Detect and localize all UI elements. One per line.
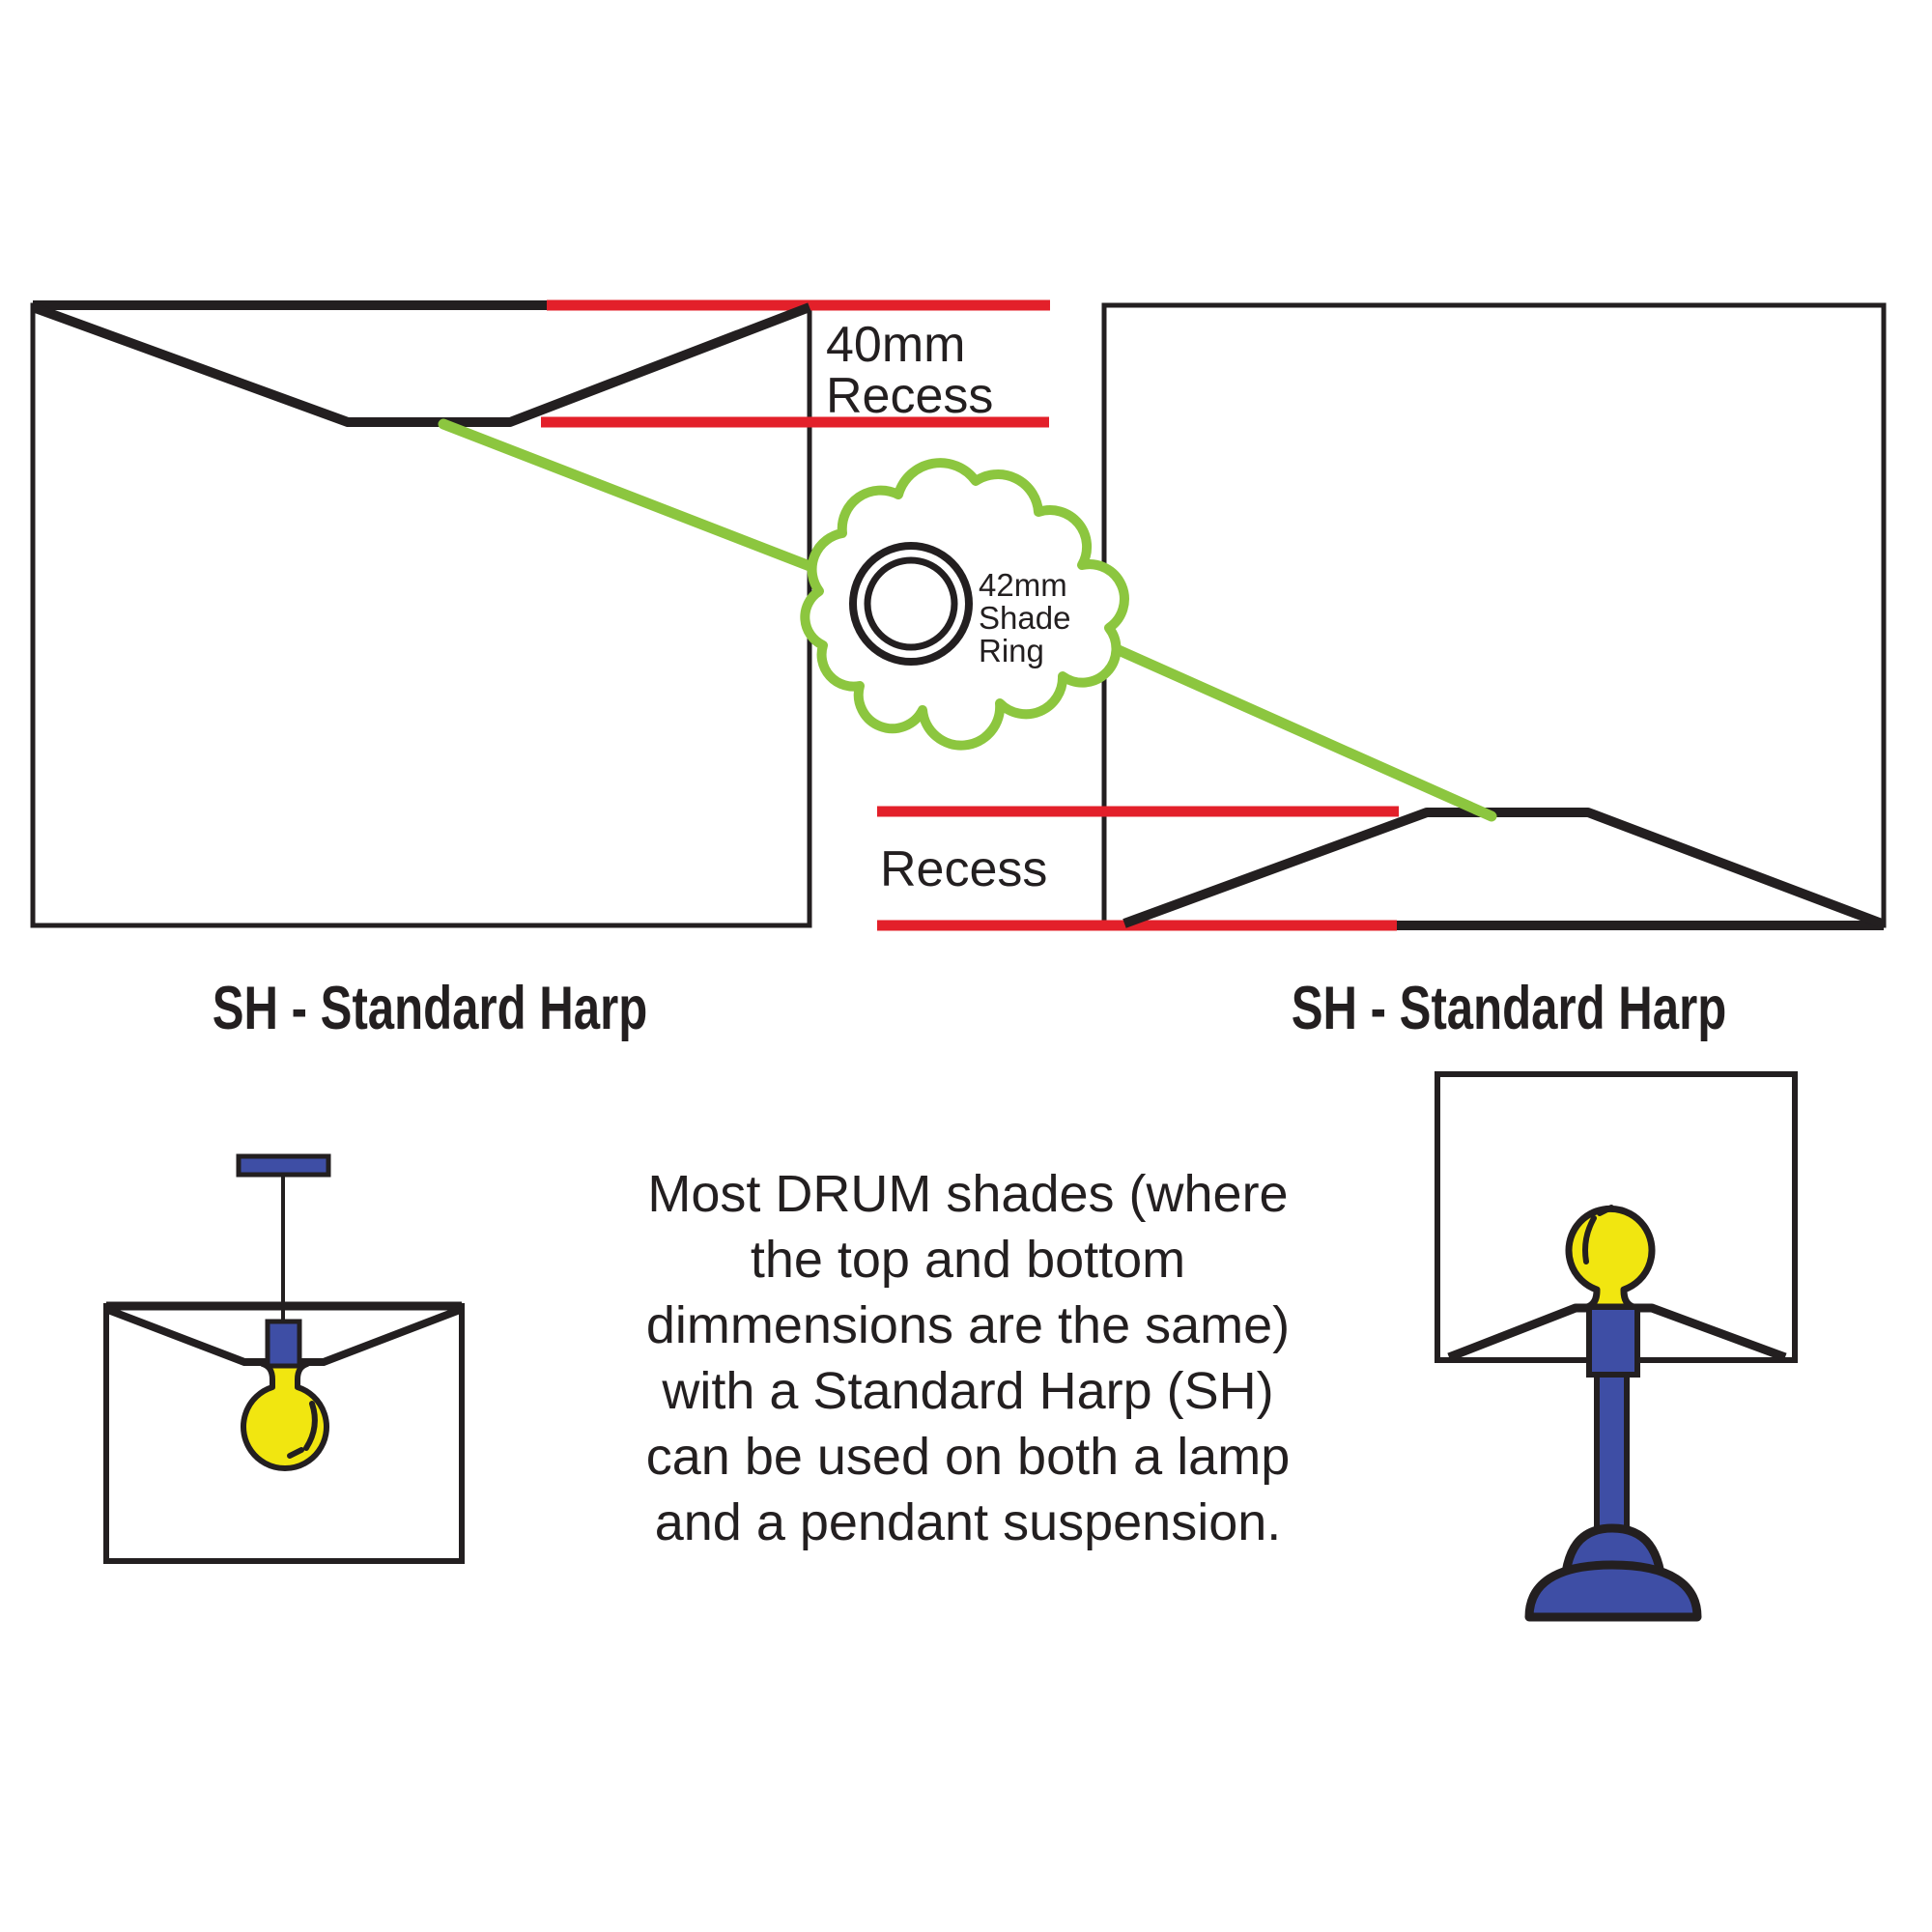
pendant-illustration bbox=[103, 1153, 465, 1564]
lamp-bulb-highlight-arc bbox=[1582, 1215, 1597, 1264]
description-paragraph: Most DRUM shades (where the top and bott… bbox=[645, 1165, 1291, 1551]
lamp-bulb bbox=[1565, 1205, 1656, 1311]
lamp-stem bbox=[1594, 1369, 1630, 1553]
lamp-bulb-highlight-dash bbox=[1597, 1205, 1614, 1216]
pendant-socket bbox=[265, 1319, 302, 1369]
lamp-base-lower-dome bbox=[1524, 1560, 1702, 1622]
lamp-illustration bbox=[1435, 1071, 1798, 1622]
left-shade-box bbox=[30, 302, 812, 928]
callout-cloud bbox=[800, 458, 1129, 751]
shade-ring-inner-circle bbox=[864, 556, 958, 651]
left-recess-dimension-label: 40mm Recess bbox=[826, 317, 994, 424]
pendant-ceiling-mount bbox=[236, 1153, 331, 1178]
pointer-line-left bbox=[438, 418, 875, 595]
left-shade-caption: SH - Standard Harp bbox=[212, 975, 648, 1042]
pendant-bulb-highlight-arc bbox=[303, 1401, 318, 1451]
right-shade-caption: SH - Standard Harp bbox=[1291, 975, 1727, 1042]
pointer-line-right bbox=[1052, 617, 1497, 822]
pendant-bulb-highlight-dash bbox=[287, 1447, 304, 1459]
shade-ring-outer-circle bbox=[849, 542, 973, 666]
right-harp-profile bbox=[1122, 808, 1884, 928]
pendant-bulb bbox=[241, 1361, 329, 1471]
lamp-socket bbox=[1586, 1304, 1640, 1378]
left-harp-profile bbox=[31, 302, 811, 427]
right-shade-box bbox=[1101, 302, 1887, 928]
left-shade-section bbox=[30, 299, 1050, 928]
shade-ring-callout-label: 42mm Shade Ring bbox=[979, 567, 1071, 668]
right-recess-dimension-label: Recess bbox=[880, 841, 1048, 897]
